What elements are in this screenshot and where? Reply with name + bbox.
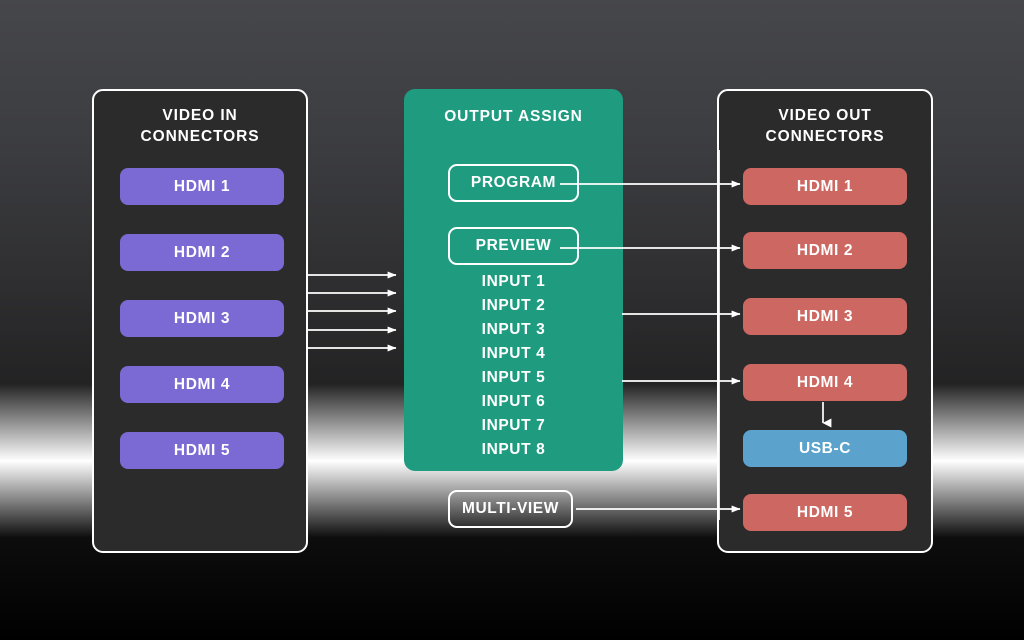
output-assign-input-1[interactable]: INPUT 1 [481,273,546,290]
video-out-connector-hdmi-1[interactable]: HDMI 1 [743,168,907,205]
video-in-connector-hdmi-3[interactable]: HDMI 3 [120,300,284,337]
output-assign-bus-preview[interactable]: PREVIEW [448,227,579,265]
video-in-connector-label: HDMI 2 [173,243,231,261]
video-in-title-line-2: CONNECTORS [140,128,260,145]
output-assign-input-4[interactable]: INPUT 4 [481,345,546,362]
video-out-title-line-1: VIDEO OUT [778,107,872,124]
output-assign-panel-title: OUTPUT ASSIGN [444,108,583,125]
output-assign-multiview-button[interactable]: MULTI-VIEW [448,490,573,528]
video-out-connector-hdmi-5[interactable]: HDMI 5 [743,494,907,531]
video-in-connector-label: HDMI 3 [173,309,231,327]
video-out-connector-label: HDMI 3 [796,307,854,325]
video-out-connector-label: HDMI 5 [796,503,854,521]
output-assign-bus-label: PROGRAM [470,174,557,191]
video-out-connector-hdmi-2[interactable]: HDMI 2 [743,232,907,269]
video-in-connector-hdmi-4[interactable]: HDMI 4 [120,366,284,403]
output-assign-bus-program[interactable]: PROGRAM [448,164,579,202]
video-in-connector-label: HDMI 1 [173,177,231,195]
video-in-connector-hdmi-1[interactable]: HDMI 1 [120,168,284,205]
video-in-panel-title: VIDEO IN CONNECTORS [94,105,306,147]
output-assign-bus-label: PREVIEW [475,237,552,254]
video-out-connector-usb-c[interactable]: USB-C [743,430,907,467]
video-out-panel: VIDEO OUT CONNECTORS HDMI 1 HDMI 2 HDMI … [717,89,933,553]
video-out-panel-title: VIDEO OUT CONNECTORS [719,105,931,147]
video-out-connector-label: HDMI 1 [796,177,854,195]
video-in-connector-hdmi-5[interactable]: HDMI 5 [120,432,284,469]
video-in-connector-hdmi-2[interactable]: HDMI 2 [120,234,284,271]
video-out-title-line-2: CONNECTORS [765,128,885,145]
output-assign-input-6[interactable]: INPUT 6 [481,393,546,410]
video-out-connector-hdmi-4[interactable]: HDMI 4 [743,364,907,401]
output-assign-input-3[interactable]: INPUT 3 [481,321,546,338]
output-assign-input-2[interactable]: INPUT 2 [481,297,546,314]
video-in-connector-label: HDMI 5 [173,441,231,459]
video-out-connector-label: HDMI 4 [796,373,854,391]
output-assign-input-8[interactable]: INPUT 8 [481,441,546,458]
video-in-title-line-1: VIDEO IN [162,107,238,124]
output-assign-panel: OUTPUT ASSIGN PROGRAM PREVIEW INPUT 1 IN… [404,89,623,471]
video-out-connector-hdmi-3[interactable]: HDMI 3 [743,298,907,335]
video-out-connector-label: HDMI 2 [796,241,854,259]
video-in-connector-label: HDMI 4 [173,375,231,393]
output-assign-input-7[interactable]: INPUT 7 [481,417,546,434]
output-assign-input-5[interactable]: INPUT 5 [481,369,546,386]
video-in-panel: VIDEO IN CONNECTORS HDMI 1 HDMI 2 HDMI 3… [92,89,308,553]
multiview-label: MULTI-VIEW [462,500,559,517]
video-out-connector-label: USB-C [798,439,852,457]
